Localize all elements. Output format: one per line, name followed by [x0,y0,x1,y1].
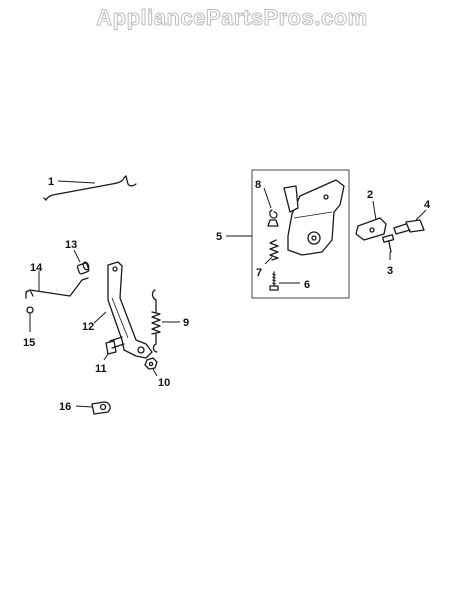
leader-4 [415,209,427,221]
part-14-rod[interactable] [25,277,89,299]
callout-7[interactable]: 7 [256,267,262,279]
part-4-bolt[interactable] [393,219,425,235]
leader-11 [103,353,109,361]
callout-10[interactable]: 10 [158,377,170,389]
part-2-bracket[interactable] [355,217,387,241]
leader-2 [372,200,377,221]
callout-5[interactable]: 5 [216,231,222,243]
leader-16 [75,405,93,408]
leader-13 [73,249,81,263]
leader-8 [263,187,272,209]
watermark-text: AppliancePartsPros.com [96,5,367,30]
callout-15[interactable]: 15 [23,337,35,349]
callout-8[interactable]: 8 [255,179,261,191]
part-13-bushing[interactable] [76,261,90,275]
callout-12[interactable]: 12 [82,321,94,333]
part-6-screw[interactable] [269,271,279,291]
leader-1 [57,180,96,184]
part-7-spring[interactable] [269,239,279,261]
part-9-spring[interactable] [151,289,161,353]
callout-2[interactable]: 2 [367,189,373,201]
callout-14[interactable]: 14 [30,262,43,274]
callout-6[interactable]: 6 [304,279,310,291]
callout-13[interactable]: 13 [65,239,77,251]
part-11-bolt[interactable] [105,336,125,355]
leader-12 [93,311,107,324]
callout-3[interactable]: 3 [387,265,393,277]
leader-7 [264,256,273,265]
part-16-clamp[interactable] [91,401,111,415]
part-10-nut[interactable] [144,357,158,370]
callout-11[interactable]: 11 [95,363,107,375]
part-8-spring[interactable] [267,209,279,227]
part-5-control-assembly[interactable] [251,169,350,299]
part-12-lever[interactable] [107,261,153,359]
callout-1[interactable]: 1 [48,176,54,188]
callout-9[interactable]: 9 [183,317,189,329]
part-3-screw[interactable] [382,234,395,253]
callout-4[interactable]: 4 [424,199,431,211]
leader-10 [152,368,158,377]
part-15-clip[interactable] [26,306,34,314]
callout-16[interactable]: 16 [59,401,71,413]
part-1-rod[interactable] [43,175,137,201]
